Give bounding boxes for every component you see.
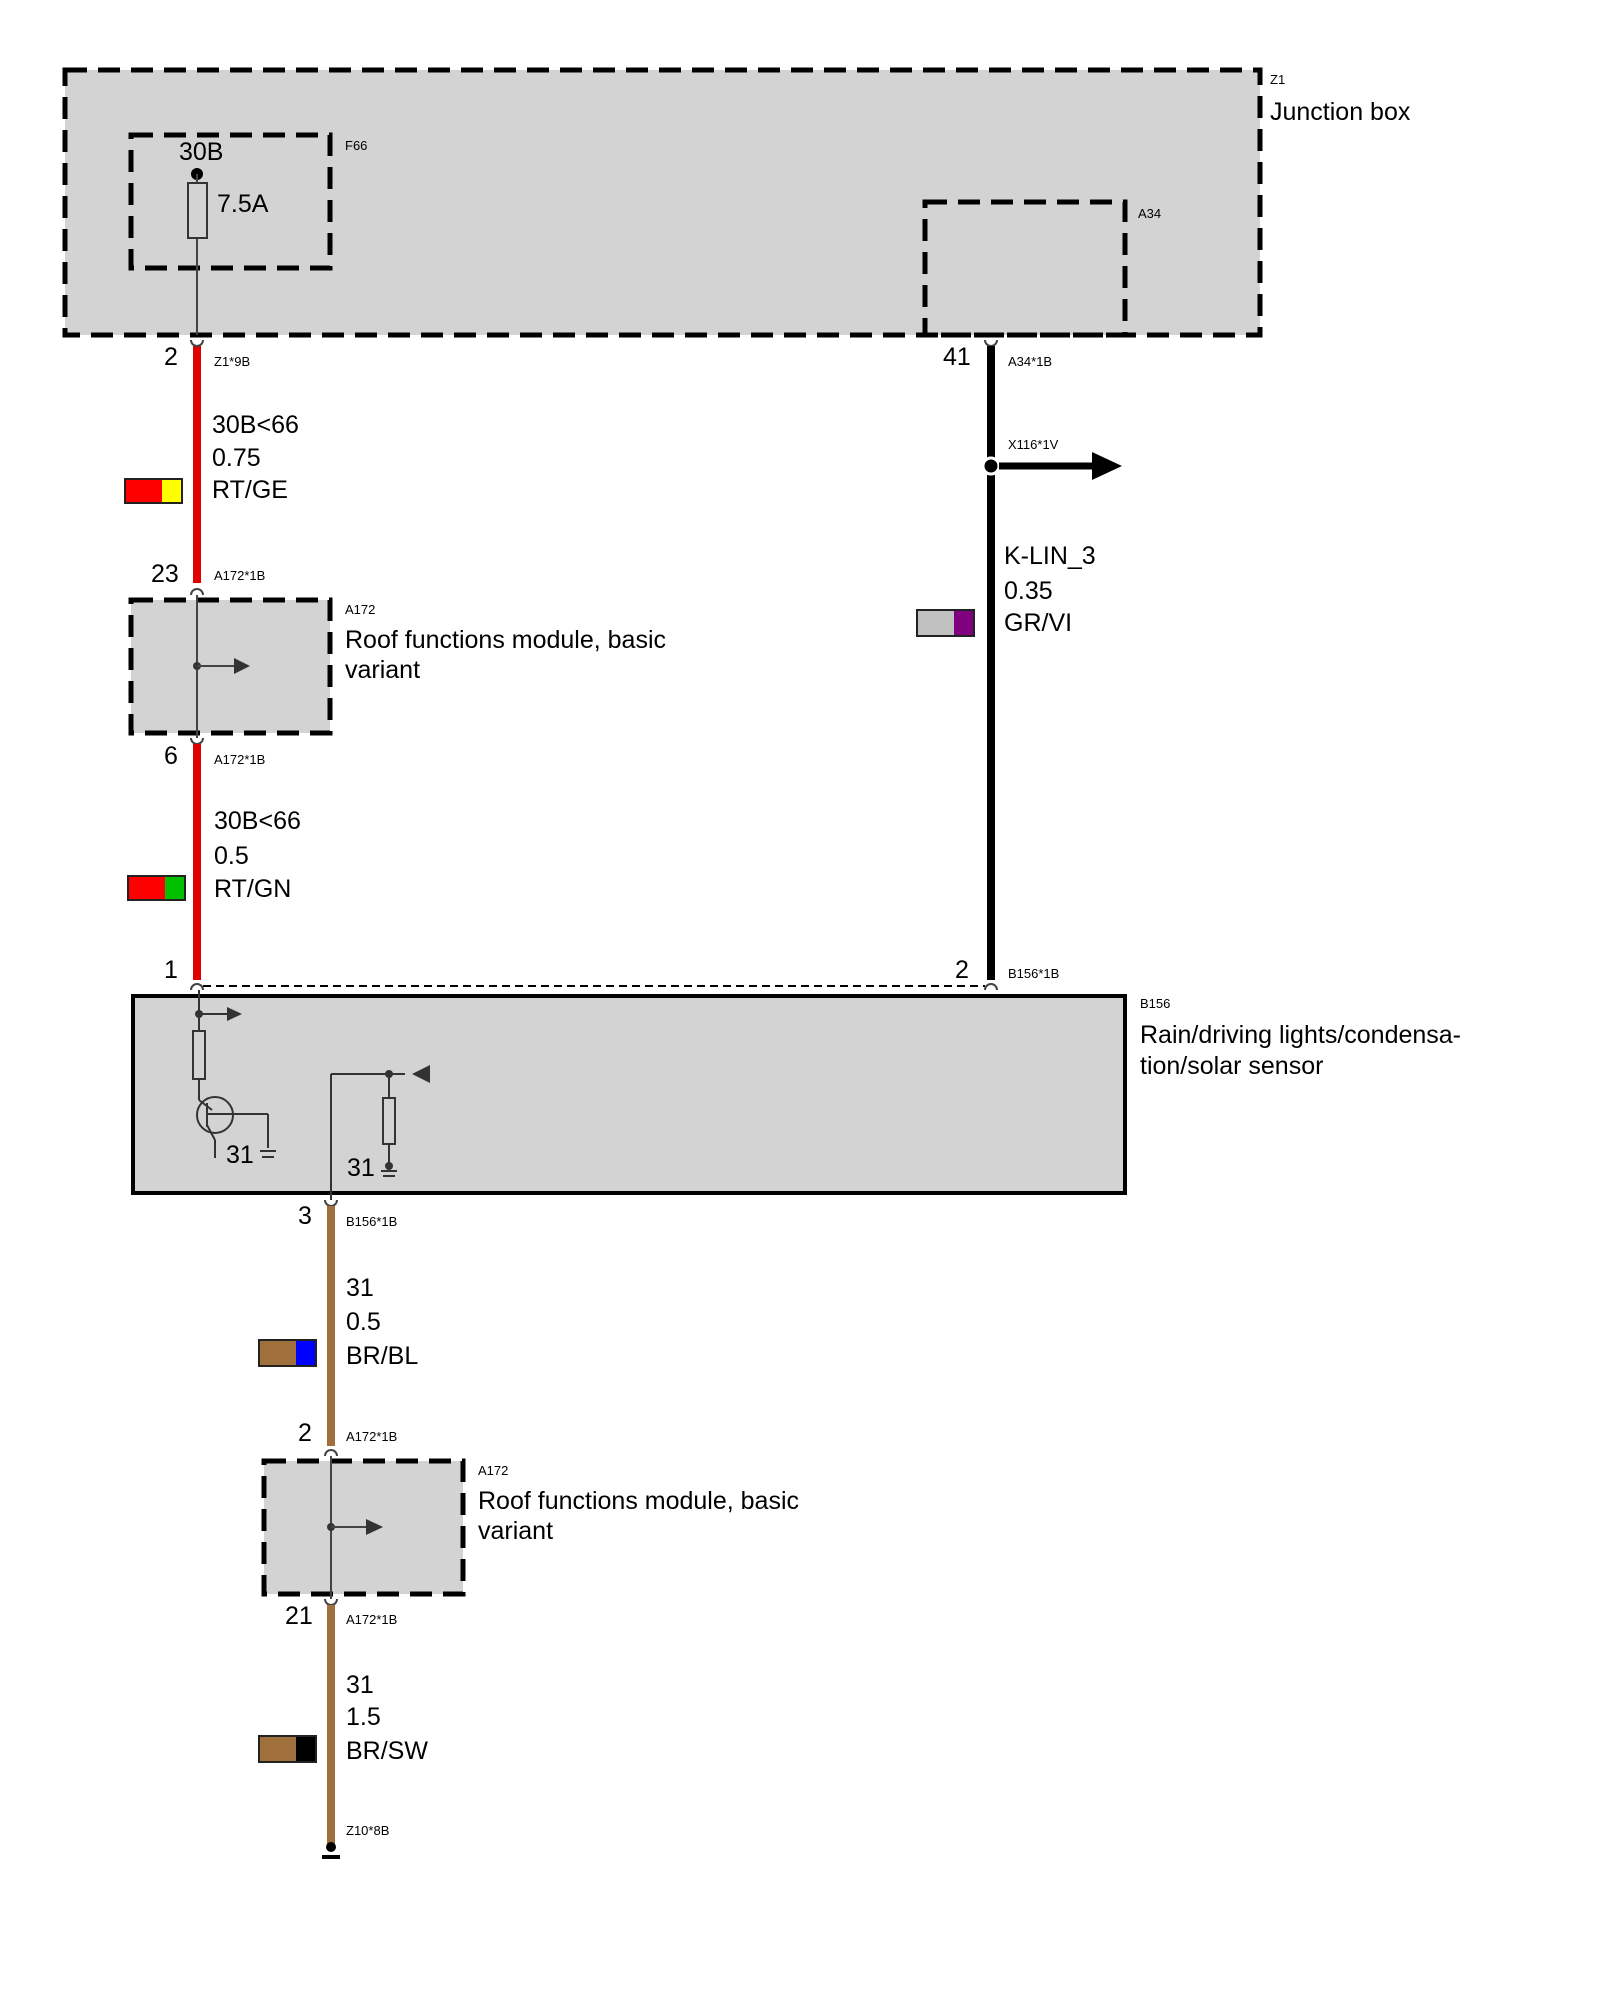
fuse-holder (128, 132, 333, 271)
ground-point (326, 1842, 336, 1852)
w4-size: 0.5 (346, 1308, 381, 1336)
connector-socket-a172b-out (324, 1598, 338, 1606)
pin-a172-in-number: 23 (151, 560, 179, 588)
w5-size: 1.5 (346, 1703, 381, 1731)
branch-connector: X116*1V (1008, 437, 1059, 452)
roof-module-bottom-name-2: variant (478, 1517, 553, 1545)
roof-module-bottom-id: A172 (478, 1463, 508, 1478)
pin-z1-number: 2 (164, 343, 178, 371)
pin-b156-2-number: 2 (955, 956, 969, 984)
w4-signal: 31 (346, 1274, 374, 1302)
pin-a172-in-connector: A172*1B (214, 568, 265, 583)
w2-signal: 30B<66 (214, 807, 301, 835)
sensor-ground-left: 31 (226, 1141, 254, 1169)
pin-b156-3-connector: B156*1B (346, 1214, 397, 1229)
pin-b156-1-number: 1 (164, 956, 178, 984)
w4-color-swatch (258, 1339, 317, 1367)
sensor-ground-right: 31 (347, 1154, 375, 1182)
roof-module-bottom-name-1: Roof functions module, basic (478, 1487, 799, 1515)
sensor-name-1: Rain/driving lights/condensa- (1140, 1021, 1461, 1049)
w1-size: 0.75 (212, 444, 261, 472)
pin-a172-out-connector: A172*1B (214, 752, 265, 767)
pin-a172-out-number: 6 (164, 742, 178, 770)
roof-module-top-name-1: Roof functions module, basic (345, 626, 666, 654)
pin-z1-connector: Z1*9B (214, 354, 250, 369)
pin-a34-number: 41 (943, 343, 971, 371)
ground-connector: Z10*8B (346, 1823, 389, 1838)
junction-box-name: Junction box (1270, 98, 1411, 126)
sensor-output-arrow-icon (227, 1007, 242, 1021)
sensor-id: B156 (1140, 996, 1170, 1011)
connector-socket-z1 (190, 339, 204, 347)
w5-color-code: BR/SW (346, 1737, 428, 1765)
connector-socket-b156-3 (324, 1199, 338, 1207)
junction-box-id: Z1 (1270, 72, 1285, 87)
sensor-resistor-circuit (330, 1065, 430, 1200)
w3-color-code: GR/VI (1004, 609, 1072, 637)
pin-a172b-out-number: 21 (285, 1602, 313, 1630)
pin-a34-connector: A34*1B (1008, 354, 1052, 369)
roof-module-top-arrow-icon (234, 658, 250, 674)
branch-node (981, 456, 1001, 476)
w1-color-code: RT/GE (212, 476, 288, 504)
connector-socket-a34 (984, 339, 998, 347)
connector-pin-b156-1 (190, 983, 204, 991)
sensor-name-2: tion/solar sensor (1140, 1052, 1323, 1080)
branch-arrow-icon (1092, 452, 1122, 480)
roof-module-top-id: A172 (345, 602, 375, 617)
w4-color-code: BR/BL (346, 1342, 418, 1370)
sensor-box (131, 994, 1127, 1195)
w1-signal: 30B<66 (212, 411, 299, 439)
connector-pin-b156-2 (984, 983, 998, 991)
pin-a172b-out-connector: A172*1B (346, 1612, 397, 1627)
w5-signal: 31 (346, 1671, 374, 1699)
w2-size: 0.5 (214, 842, 249, 870)
pin-a172b-in-connector: A172*1B (346, 1429, 397, 1444)
w5-color-swatch (258, 1735, 317, 1763)
w2-color-code: RT/GN (214, 875, 291, 903)
a34-id: A34 (1138, 206, 1161, 221)
w3-signal: K-LIN_3 (1004, 542, 1096, 570)
roof-module-top-name-2: variant (345, 656, 420, 684)
pin-a172b-in-number: 2 (298, 1419, 312, 1447)
a34-box (922, 199, 1128, 338)
connector-socket-a172-out (190, 737, 204, 745)
w3-size: 0.35 (1004, 577, 1053, 605)
pin-b156-3-number: 3 (298, 1202, 312, 1230)
w1-color-swatch (124, 478, 183, 504)
sensor-input-arrow-icon (412, 1065, 430, 1083)
fuse-terminal: 30B (179, 138, 223, 166)
connector-pin-a172b-in (324, 1449, 338, 1457)
fuse-rating: 7.5A (217, 190, 269, 218)
fuse-element (187, 182, 208, 239)
sensor-transistor-circuit (192, 990, 276, 1158)
fuse-id: F66 (345, 138, 367, 153)
w3-color-swatch (916, 609, 975, 637)
connector-pin-a172-in (190, 588, 204, 596)
pin-b156-2-connector: B156*1B (1008, 966, 1059, 981)
w2-color-swatch (127, 875, 186, 901)
roof-module-bottom-arrow-icon (366, 1519, 383, 1535)
